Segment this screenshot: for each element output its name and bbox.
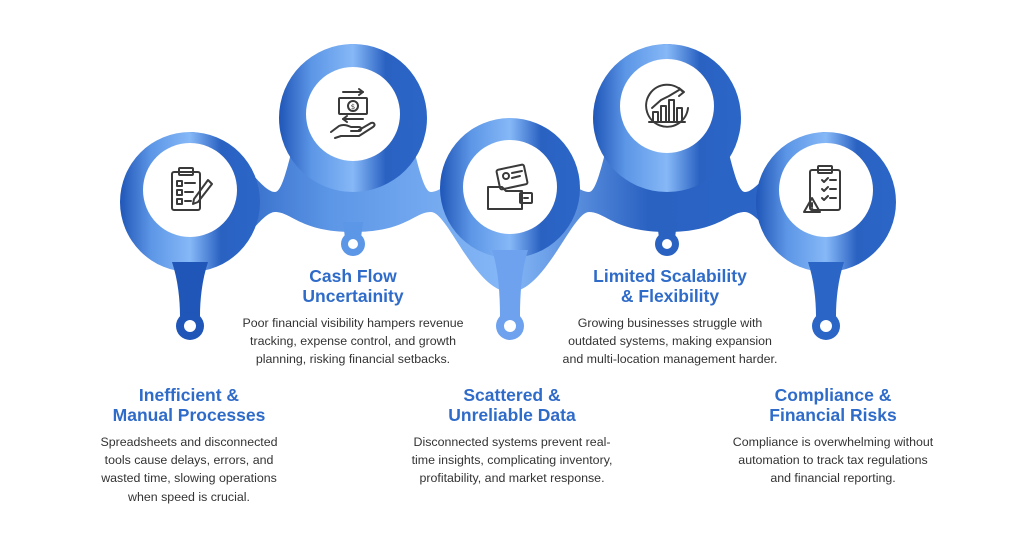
money-hand-icon: $	[325, 86, 381, 142]
icon-disc-1	[143, 143, 237, 237]
scattered-files-icon	[482, 159, 538, 215]
step-2-title: Cash Flow Uncertainity	[302, 266, 404, 306]
step-5-block: Compliance & Financial Risks Compliance …	[728, 385, 938, 488]
step-3-description: Disconnected systems prevent real-time i…	[411, 435, 613, 486]
step-1-title: Inefficient & Manual Processes	[112, 385, 266, 425]
checklist-clipboard-icon	[162, 162, 218, 218]
step-4-description: Growing businesses struggle with outdate…	[562, 316, 778, 367]
step-5-description: Compliance is overwhelming without autom…	[732, 435, 934, 486]
step-3-block: Scattered & Unreliable Data Disconnected…	[404, 385, 620, 488]
step-2-block: Cash Flow Uncertainity Poor financial vi…	[238, 266, 468, 369]
drip-1	[172, 262, 208, 316]
step-1-description: Spreadsheets and disconnected tools caus…	[100, 435, 278, 504]
drip-5	[808, 262, 844, 316]
growth-chart-icon	[639, 78, 695, 134]
svg-text:$: $	[351, 103, 355, 111]
step-5-title: Compliance & Financial Risks	[769, 385, 897, 425]
step-4-title: Limited Scalability & Flexibility	[593, 266, 747, 306]
step-2-description: Poor financial visibility hampers revenu…	[242, 316, 464, 367]
drip-3	[492, 250, 528, 316]
step-1-block: Inefficient & Manual Processes Spreadshe…	[86, 385, 292, 506]
step-3-title: Scattered & Unreliable Data	[448, 385, 576, 425]
compliance-warning-icon	[798, 162, 854, 218]
step-4-block: Limited Scalability & Flexibility Growin…	[558, 266, 782, 369]
